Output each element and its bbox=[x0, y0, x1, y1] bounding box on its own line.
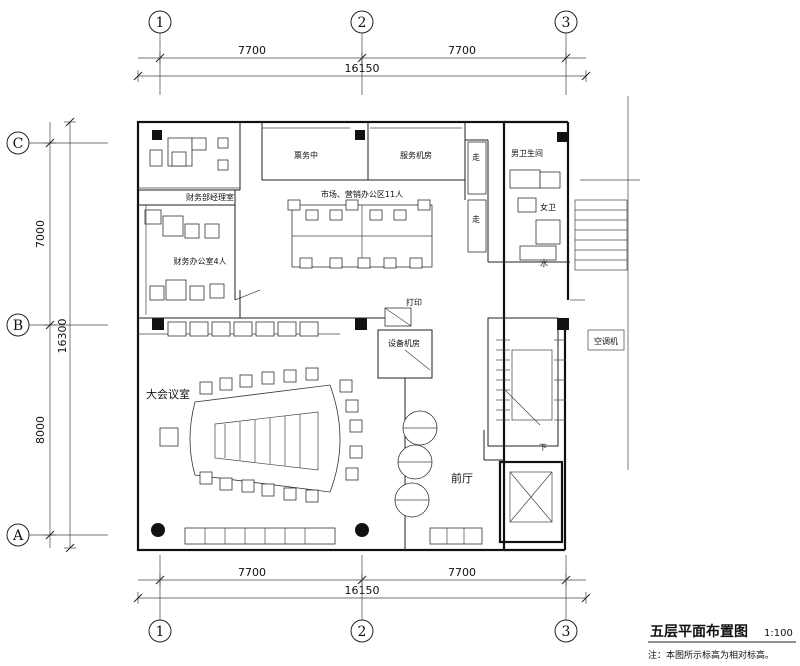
label-corridor-b: 走 bbox=[472, 215, 480, 224]
axis-marker-b: B bbox=[13, 318, 23, 334]
label-equipment: 设备机房 bbox=[388, 338, 420, 348]
axis-marker-1-top: 1 bbox=[156, 15, 165, 31]
dim-top-right: 7700 bbox=[448, 44, 476, 57]
conference-room bbox=[159, 367, 406, 550]
label-meeting-small: 票务中 bbox=[294, 150, 318, 160]
label-printer: 打印 bbox=[406, 297, 422, 307]
finance-office bbox=[138, 190, 261, 315]
lobby bbox=[394, 410, 504, 545]
axis-marker-1-bottom: 1 bbox=[156, 624, 165, 640]
dim-bottom-right: 7700 bbox=[448, 566, 476, 579]
axis-marker-2-bottom: 2 bbox=[358, 624, 367, 640]
axis-marker-2-top: 2 bbox=[358, 15, 367, 31]
drawing-title: 五层平面布置图 1:100 注：本图所示标高为相对标高。 bbox=[648, 623, 796, 661]
top-middle-rooms bbox=[261, 122, 466, 200]
title-scale: 1:100 bbox=[764, 628, 793, 639]
bottom-axis-markers: 1 2 3 bbox=[148, 555, 578, 643]
top-axis-markers: 1 2 3 bbox=[148, 10, 578, 95]
title-main: 五层平面布置图 bbox=[650, 623, 748, 640]
manager-office bbox=[138, 122, 241, 191]
label-finance-manager: 财务部经理室 bbox=[186, 192, 234, 202]
dim-left-top: 7000 bbox=[34, 220, 47, 248]
dim-left-total: 16300 bbox=[56, 319, 69, 354]
title-note: 注：本图所示标高为相对标高。 bbox=[648, 649, 774, 661]
axis-marker-a: A bbox=[12, 528, 24, 544]
top-dimensions: 7700 7700 16150 bbox=[133, 44, 591, 82]
left-dimensions: 7000 8000 16300 bbox=[34, 117, 76, 553]
label-conference: 大会议室 bbox=[146, 387, 190, 401]
middle-partition bbox=[138, 290, 405, 337]
structural-columns bbox=[151, 130, 569, 537]
service-core bbox=[465, 139, 570, 263]
label-lobby: 前厅 bbox=[451, 471, 473, 485]
label-stair-down: 下 bbox=[539, 443, 547, 452]
dim-top-left: 7700 bbox=[238, 44, 266, 57]
label-ac-unit: 空调机 bbox=[594, 336, 618, 346]
label-restroom-2: 女卫 bbox=[540, 202, 556, 212]
dim-left-bottom: 8000 bbox=[34, 416, 47, 444]
left-axis-markers: C B A bbox=[6, 131, 108, 547]
label-corridor-a: 走 bbox=[472, 153, 480, 162]
label-marketing-office: 市场、营销办公区11人 bbox=[321, 189, 403, 199]
label-finance-office: 财务办公室4人 bbox=[173, 256, 226, 266]
dim-bottom-left: 7700 bbox=[238, 566, 266, 579]
outer-walls bbox=[136, 96, 640, 552]
stair-core bbox=[487, 317, 566, 544]
dim-top-total: 16150 bbox=[345, 62, 380, 75]
axis-marker-3-top: 3 bbox=[562, 15, 571, 31]
axis-marker-c: C bbox=[13, 136, 24, 152]
label-computer-room: 服务机房 bbox=[400, 150, 432, 160]
label-water: 水 bbox=[540, 258, 548, 268]
marketing-workstations bbox=[287, 199, 433, 269]
axis-marker-3-bottom: 3 bbox=[562, 624, 571, 640]
label-restroom: 男卫生间 bbox=[511, 148, 543, 158]
exterior-stairs bbox=[574, 199, 628, 351]
